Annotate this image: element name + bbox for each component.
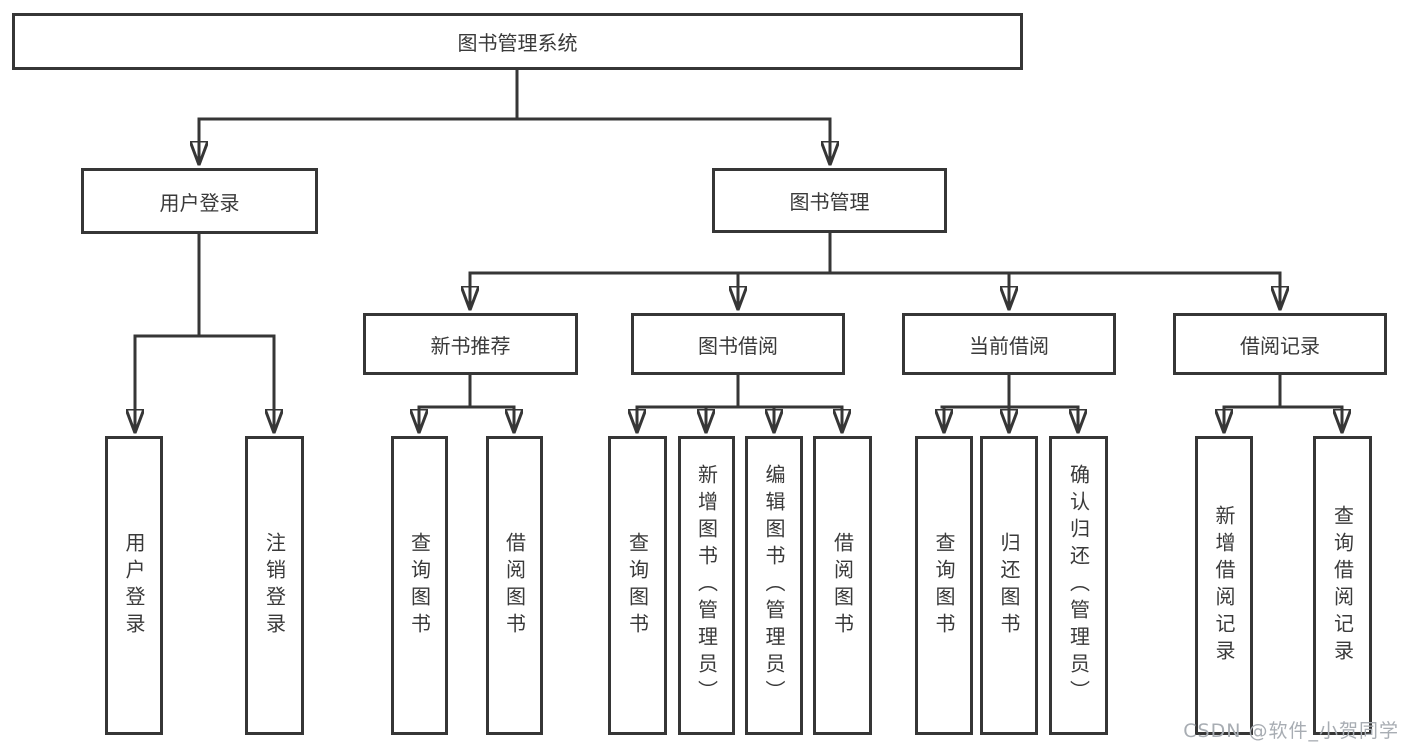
leaf-add-book-admin: 新增图书（管理员） <box>678 436 735 735</box>
node-borrowing-records: 借阅记录 <box>1173 313 1387 375</box>
node-current-borrowing: 当前借阅 <box>902 313 1116 375</box>
node-book-management: 图书管理 <box>712 168 947 233</box>
node-book-borrowing: 图书借阅 <box>631 313 845 375</box>
leaf-borrow-books-2: 借阅图书 <box>813 436 872 735</box>
leaf-user-login: 用户登录 <box>105 436 163 735</box>
leaf-confirm-return-admin: 确认归还（管理员） <box>1049 436 1108 735</box>
leaf-query-books-3: 查询图书 <box>915 436 973 735</box>
csdn-watermark: CSDN @软件_小贺同学 <box>1183 720 1399 742</box>
leaf-logout: 注销登录 <box>245 436 304 735</box>
leaf-return-books: 归还图书 <box>980 436 1038 735</box>
leaf-borrow-books: 借阅图书 <box>486 436 543 735</box>
leaf-edit-book-admin: 编辑图书（管理员） <box>745 436 803 735</box>
leaf-query-books-2: 查询图书 <box>608 436 667 735</box>
leaf-query-borrow-record: 查询借阅记录 <box>1313 436 1372 735</box>
node-user-login: 用户登录 <box>81 168 318 234</box>
node-library-system: 图书管理系统 <box>12 13 1023 70</box>
leaf-query-books: 查询图书 <box>391 436 448 735</box>
leaf-add-borrow-record: 新增借阅记录 <box>1195 436 1253 735</box>
node-new-book-recommendation: 新书推荐 <box>363 313 578 375</box>
